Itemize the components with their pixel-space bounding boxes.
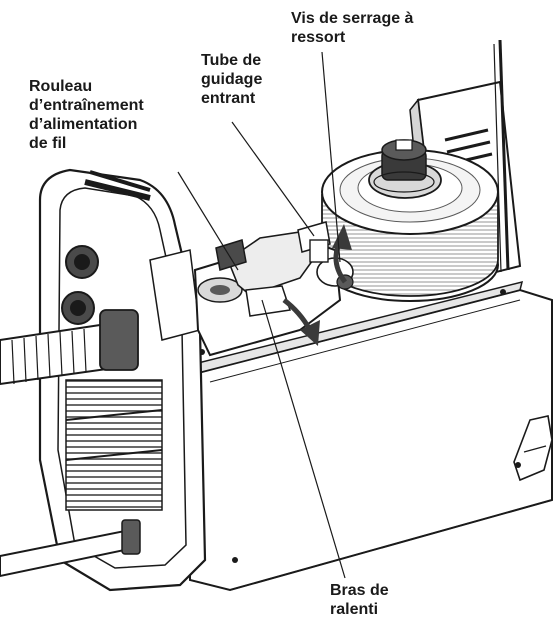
- label-idle-arm: Bras de ralenti: [330, 582, 389, 618]
- leader-inlet-tube: [231, 121, 315, 237]
- door-edge: [493, 39, 510, 273]
- leader-lines: [177, 51, 346, 579]
- label-inlet-tube: Tube de guidage entrant: [201, 52, 263, 107]
- leader-idle-arm: [261, 299, 346, 579]
- leader-spring-screw: [321, 51, 341, 263]
- label-drive-roller: Rouleau d’entraînement d’alimentation de…: [29, 78, 144, 152]
- power-cable: [0, 519, 141, 578]
- wire-feed-mechanism: [193, 221, 354, 357]
- leader-drive-roller: [177, 171, 239, 271]
- machine-body: [184, 280, 553, 592]
- torch-hose: [0, 309, 139, 386]
- rotation-arrow-icon: [282, 298, 320, 346]
- front-panel: [38, 168, 207, 592]
- label-spring-screw: Vis de serrage à ressort: [291, 10, 414, 46]
- wire-spool: [321, 139, 499, 302]
